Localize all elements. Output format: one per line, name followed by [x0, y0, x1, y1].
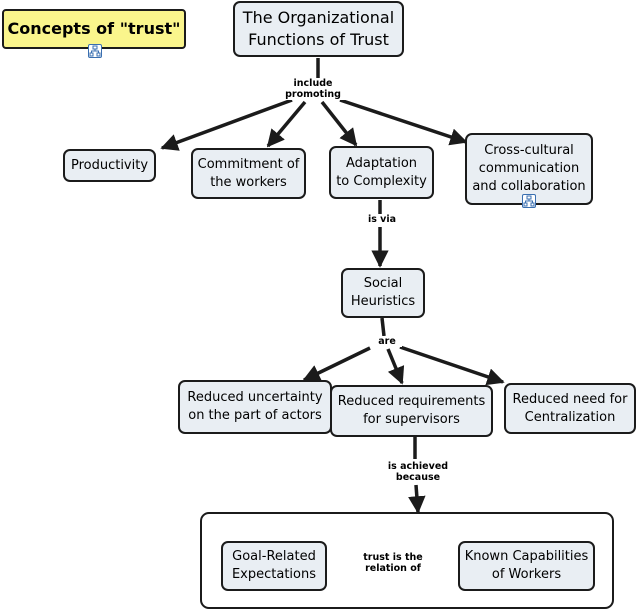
productivity-label: Productivity	[70, 157, 149, 173]
reduced-requirements-label: Reduced requirements for supervisors	[337, 394, 486, 427]
known-capabilities-label: Known Capabilities of Workers	[464, 549, 589, 582]
productivity-node[interactable]: Productivity	[63, 149, 156, 182]
link-label-include-promoting: include promoting	[280, 78, 346, 100]
known-capabilities-node[interactable]: Known Capabilities of Workers	[458, 541, 595, 591]
cross-cultural-node[interactable]: Cross-cultural communication and collabo…	[465, 133, 593, 205]
organizational-functions-label: The Organizational Functions of Trust	[242, 8, 395, 49]
reduced-centralization-label: Reduced need for Centralization	[512, 391, 628, 425]
commitment-node[interactable]: Commitment of the workers	[191, 148, 306, 199]
organizational-functions-node[interactable]: The Organizational Functions of Trust	[233, 1, 404, 57]
goal-related-node[interactable]: Goal-Related Expectations	[221, 541, 327, 591]
concept-map-link-icon[interactable]	[88, 44, 102, 58]
link-label-trust-relation: trust is the relation of	[363, 552, 423, 574]
reduced-requirements-node[interactable]: Reduced requirements for supervisors	[330, 385, 493, 437]
social-heuristics-label: Social Heuristics	[350, 276, 416, 309]
concepts-of-trust-label: Concepts of "trust"	[7, 19, 181, 38]
adaptation-label: Adaptation to Complexity	[336, 155, 427, 189]
cross-cultural-label: Cross-cultural communication and collabo…	[472, 143, 586, 194]
link-label-is-achieved-because: is achieved because	[381, 461, 455, 483]
adaptation-node[interactable]: Adaptation to Complexity	[329, 146, 434, 199]
reduced-centralization-node[interactable]: Reduced need for Centralization	[504, 383, 636, 434]
commitment-label: Commitment of the workers	[197, 156, 300, 190]
goal-related-label: Goal-Related Expectations	[231, 549, 317, 582]
reduced-uncertainty-label: Reduced uncertainty on the part of actor…	[187, 390, 323, 423]
social-heuristics-node[interactable]: Social Heuristics	[341, 268, 425, 318]
link-label-is-via: is via	[360, 214, 404, 225]
concept-map-link-icon[interactable]	[522, 194, 536, 208]
reduced-uncertainty-node[interactable]: Reduced uncertainty on the part of actor…	[178, 380, 332, 434]
concepts-of-trust-node[interactable]: Concepts of "trust"	[2, 9, 186, 49]
link-label-are: are	[372, 336, 402, 347]
